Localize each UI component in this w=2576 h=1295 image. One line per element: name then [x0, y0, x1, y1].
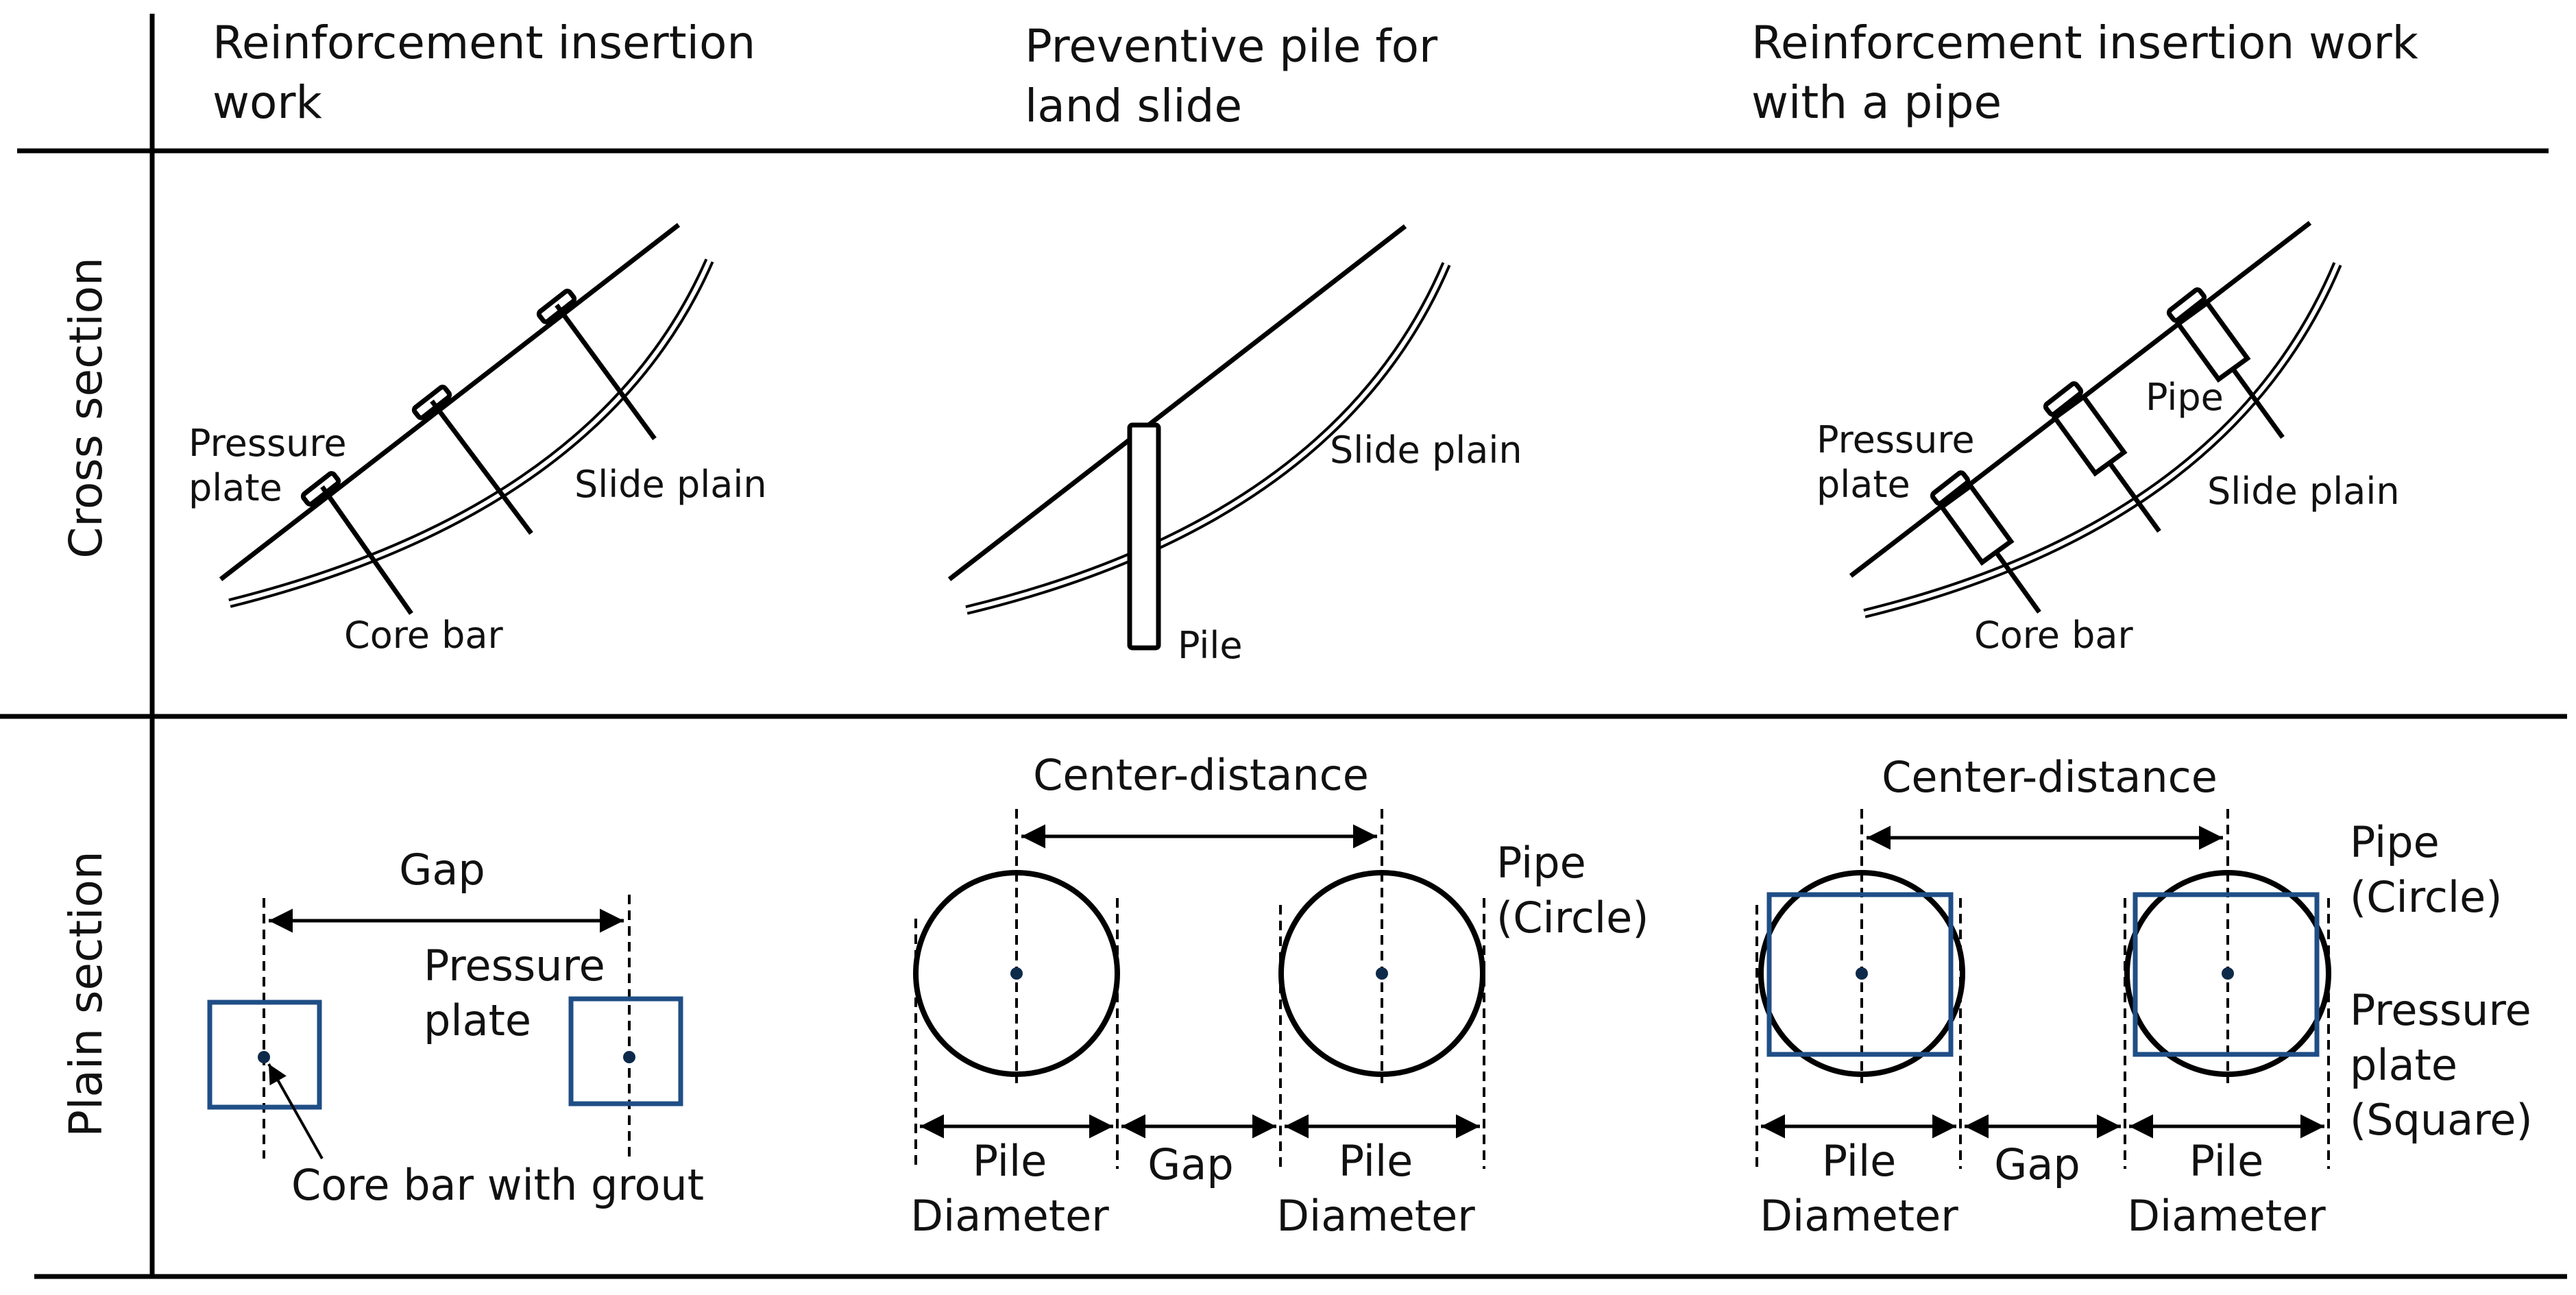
core-bar: [555, 303, 657, 441]
header-col3-line2: with a pipe: [1751, 76, 2002, 129]
core-bar: [320, 485, 413, 616]
plain-col2-gap-label: Gap: [1147, 1139, 1233, 1189]
center-dot: [1856, 967, 1868, 980]
pipe-circle: [913, 870, 1120, 1077]
cross-col2-slide-label: Slide plain: [1330, 428, 1522, 472]
table-grid: [0, 14, 2567, 1279]
pressure-plate-square: [2133, 892, 2320, 1057]
plain-col1-drawing: [207, 895, 683, 1159]
plain-col2-pipe-label-1: Pipe: [1496, 838, 1586, 888]
cross-col3-pressure-label-1: Pressure: [1816, 418, 1975, 461]
cross-col3-pressure-label-2: plate: [1816, 463, 1910, 506]
pressure-plate: [1930, 470, 1971, 506]
pressure-plate: [300, 471, 341, 507]
pressure-plate: [536, 289, 577, 324]
cross-col1-drawing: [219, 223, 714, 616]
pipe-circle: [2124, 870, 2331, 1077]
plain-col3-gap-label: Gap: [1994, 1139, 2080, 1189]
plain-col1-pressure-label-2: plate: [424, 995, 531, 1045]
header-col2-line1: Preventive pile for: [1025, 20, 1438, 73]
row-label-plain-section: Plain section: [60, 851, 112, 1137]
plain-col2-drawing: [913, 809, 1485, 1169]
ground-surface-line: [947, 224, 1407, 581]
plain-col2-pile-diameter-right-2: Diameter: [1276, 1191, 1475, 1241]
plain-col3-pressure-label-3: (Square): [2350, 1095, 2533, 1145]
cross-col2-drawing: [947, 224, 1451, 651]
cross-col3-drawing: [1849, 221, 2342, 618]
plain-col3-pressure-label-2: plate: [2350, 1040, 2457, 1090]
plain-col1-corebar-label: Core bar with grout: [291, 1160, 704, 1210]
header-col1: Reinforcement insertion work: [212, 16, 755, 129]
plain-col3-pipe-label-1: Pipe: [2350, 817, 2440, 867]
plain-col1-gap-label: Gap: [399, 845, 485, 895]
plain-col3-pressure-label-1: Pressure: [2350, 985, 2531, 1035]
pressure-plate: [2166, 287, 2207, 323]
cross-col2-pile-label: Pile: [1178, 624, 1243, 667]
header-col2-line2: land slide: [1025, 80, 1242, 132]
pipe: [2051, 393, 2128, 477]
center-dot: [1010, 967, 1023, 980]
cross-col1-pressure-label-1: Pressure: [189, 422, 347, 465]
cross-col1-corebar-label: Core bar: [344, 614, 504, 657]
plain-col2-center-distance-label: Center-distance: [1033, 750, 1369, 800]
pipe-circle: [1758, 870, 1965, 1077]
core-bar-dot: [623, 1051, 635, 1063]
pressure-plate: [411, 385, 452, 420]
core-bar-dot: [258, 1051, 270, 1063]
cross-col3-pipe-label: Pipe: [2146, 376, 2224, 419]
pressure-plate-square: [568, 996, 683, 1106]
center-dot: [2222, 967, 2234, 980]
header-col3-line1: Reinforcement insertion work: [1751, 16, 2419, 69]
plain-col2-pile-diameter-left-1: Pile: [973, 1136, 1047, 1186]
center-dot: [1376, 967, 1388, 980]
pressure-plate-square: [207, 1000, 322, 1110]
cross-col1-pressure-label-2: plate: [189, 466, 282, 509]
pressure-plate-square: [1766, 892, 1954, 1057]
plain-col3-drawing: [1755, 809, 2331, 1169]
core-bar: [430, 399, 533, 535]
plain-col3-pile-diameter-left-1: Pile: [1822, 1136, 1897, 1186]
pipe: [1938, 482, 2015, 566]
header-col2: Preventive pile for land slide: [1025, 20, 1438, 132]
header-col1-line2: work: [212, 76, 322, 129]
plain-col3-center-distance-label: Center-distance: [1882, 752, 2217, 802]
header-col1-line1: Reinforcement insertion: [212, 16, 755, 69]
plain-col2-pile-diameter-left-2: Diameter: [910, 1191, 1109, 1241]
plain-col1-pressure-label-1: Pressure: [424, 941, 605, 991]
plain-col2-pile-diameter-right-1: Pile: [1339, 1136, 1413, 1186]
pipe-circle: [1278, 870, 1485, 1077]
cross-col1-slide-label: Slide plain: [574, 463, 767, 506]
cross-col3-corebar-label: Core bar: [1974, 614, 2134, 657]
plain-col3-pipe-label-2: (Circle): [2350, 872, 2502, 922]
ground-surface-line: [219, 223, 681, 581]
plain-col3-pile-diameter-right-2: Diameter: [2127, 1191, 2326, 1241]
row-label-cross-section: Cross section: [60, 257, 112, 559]
plain-col3-pile-diameter-left-2: Diameter: [1760, 1191, 1958, 1241]
core-bar-pointer-arrow: [267, 1063, 324, 1159]
plain-col3-pile-diameter-right-1: Pile: [2189, 1136, 2264, 1186]
pressure-plate: [2043, 381, 2084, 417]
header-col3: Reinforcement insertion work with a pipe: [1751, 16, 2419, 129]
cross-col3-slide-label: Slide plain: [2207, 470, 2400, 513]
pipe: [2174, 299, 2251, 383]
pile: [1127, 422, 1161, 651]
plain-col2-pipe-label-2: (Circle): [1496, 893, 1649, 943]
